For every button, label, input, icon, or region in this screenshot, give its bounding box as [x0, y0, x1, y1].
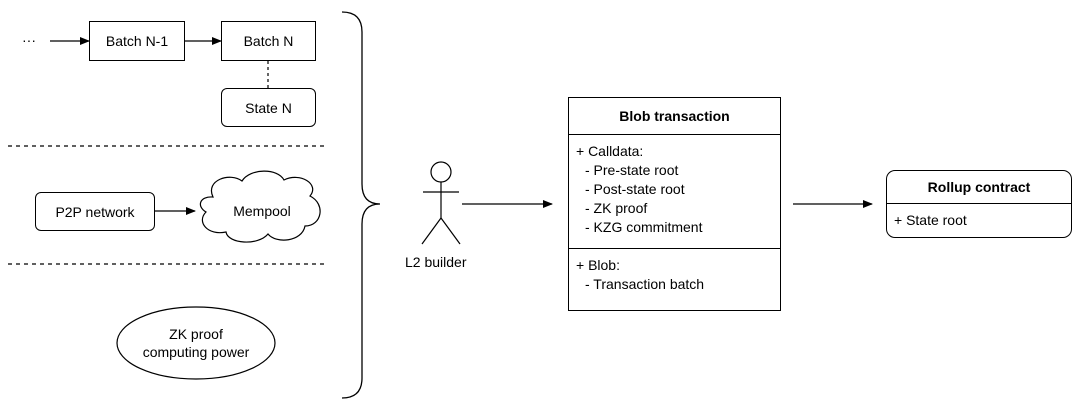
- p2p-network-node: P2P network: [35, 192, 155, 231]
- rollup-contract-field: + State root: [894, 212, 967, 228]
- ellipsis-label: ···: [22, 32, 36, 48]
- l2-builder-label: L2 builder: [405, 254, 467, 270]
- batch-current-node: Batch N: [221, 21, 316, 61]
- l2-builder-figure: [421, 161, 461, 245]
- zk-proof-label-line-1: ZK proof: [169, 326, 223, 342]
- zk-proof-ellipse: [116, 306, 276, 380]
- calldata-item-pre-state-root: - Pre-state root: [585, 162, 679, 178]
- rollup-contract-box: Rollup contract + State root: [886, 170, 1072, 238]
- zk-proof-label: ZK proof computing power: [120, 325, 272, 361]
- state-node: State N: [221, 88, 316, 127]
- mempool-cloud: [199, 170, 321, 243]
- calldata-item-zk-proof: - ZK proof: [585, 200, 648, 216]
- mempool-label: Mempool: [233, 203, 291, 219]
- calldata-item-post-state-root: - Post-state root: [585, 181, 685, 197]
- calldata-section: + Calldata: - Pre-state root - Post-stat…: [569, 135, 780, 249]
- zk-proof-label-line-2: computing power: [142, 344, 250, 360]
- grouping-brace: [341, 11, 381, 399]
- blob-transaction-box: Blob transaction + Calldata: - Pre-state…: [568, 97, 781, 311]
- blob-section: + Blob: - Transaction batch: [569, 249, 780, 294]
- blob-item-transaction-batch: - Transaction batch: [585, 276, 705, 292]
- calldata-header: + Calldata:: [576, 143, 644, 159]
- rollup-contract-title: Rollup contract: [887, 171, 1071, 204]
- batch-prev-node: Batch N-1: [89, 21, 185, 61]
- blob-transaction-title: Blob transaction: [569, 98, 780, 135]
- calldata-item-kzg-commitment: - KZG commitment: [585, 219, 703, 235]
- blob-header: + Blob:: [576, 257, 620, 273]
